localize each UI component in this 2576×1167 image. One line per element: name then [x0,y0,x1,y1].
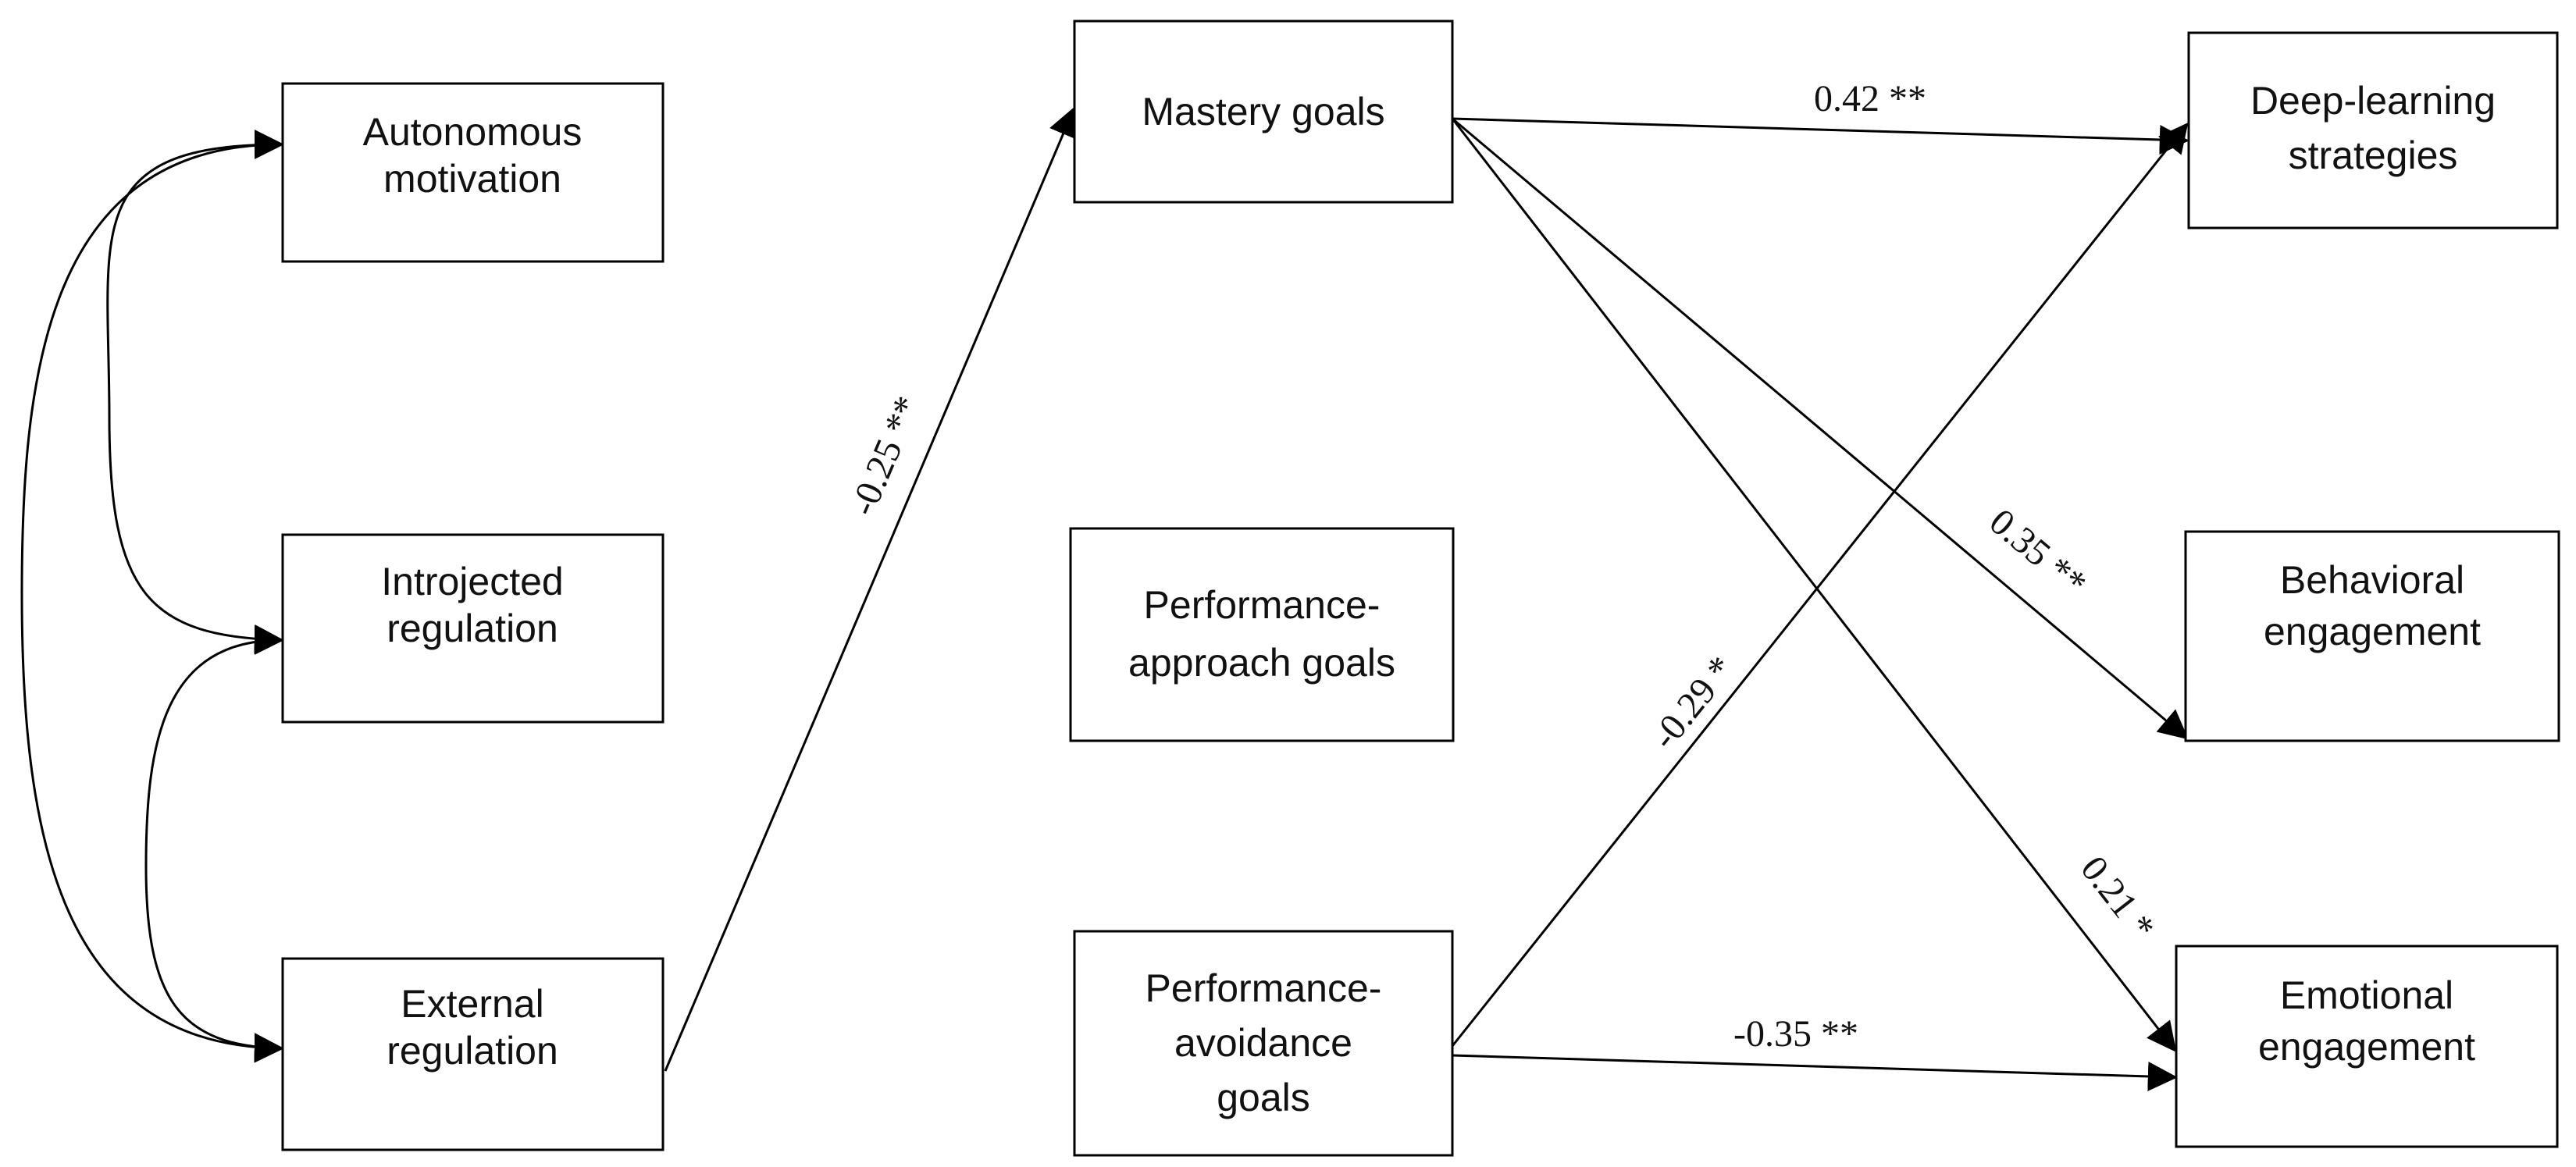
node-label-line: motivation [383,157,561,201]
node-autonomous-motivation: Autonomous motivation [281,82,664,263]
covariance-autonomous-external [20,130,284,1063]
path-mastery-behavioral [1452,117,2189,740]
label-external-mastery: -0.25 ** [842,390,928,521]
node-label-line: Emotional [2280,973,2453,1017]
path-mastery-emotional [1451,118,2177,1053]
node-label-line: Autonomous [363,110,583,154]
node-label-line: engagement [2264,610,2481,653]
node-label-line: goals [1217,1076,1310,1119]
path-external-mastery [664,106,1078,1072]
label-avoid-emotional: -0.35 ** [1733,1013,1858,1055]
path-avoid-emotional [1452,1054,2178,1091]
path-mastery-deep [1452,117,2189,155]
node-introjected-regulation: Introjected regulation [281,533,664,724]
node-label-line: regulation [387,1029,558,1073]
node-label-line: Performance- [1145,966,1382,1010]
node-label-line: regulation [387,607,558,650]
node-label-line: Mastery goals [1142,90,1384,133]
label-avoid-deep: -0.29 * [1644,649,1743,757]
node-behavioral-engagement: Behavioral engagement [2184,530,2560,742]
node-external-regulation: External regulation [281,957,664,1151]
node-label-line: Behavioral [2280,558,2464,602]
label-mastery-behavioral: 0.35 ** [1982,501,2094,605]
node-label-line: Performance- [1144,583,1381,627]
node-label-line: strategies [2289,133,2458,177]
node-label-line: avoidance [1174,1021,1352,1065]
node-label-line: External [401,982,543,1026]
node-mastery-goals: Mastery goals [1073,20,1454,204]
node-performance-avoidance-goals: Performance- avoidance goals [1073,930,1454,1157]
covariance-autonomous-introjected [106,130,284,654]
label-mastery-emotional: 0.21 * [2072,849,2163,948]
node-label-line: Introjected [381,560,563,603]
node-deep-learning-strategies: Deep-learning strategies [2187,31,2559,229]
node-label-line: engagement [2258,1025,2475,1069]
path-avoid-deep [1451,123,2189,1047]
node-performance-approach-goals: Performance- approach goals [1069,527,1455,742]
covariance-introjected-external [144,625,284,1063]
label-mastery-deep: 0.42 ** [1814,78,1926,119]
node-label-line: Deep-learning [2250,79,2496,123]
node-label-line: approach goals [1128,641,1395,685]
node-emotional-engagement: Emotional engagement [2175,945,2559,1148]
